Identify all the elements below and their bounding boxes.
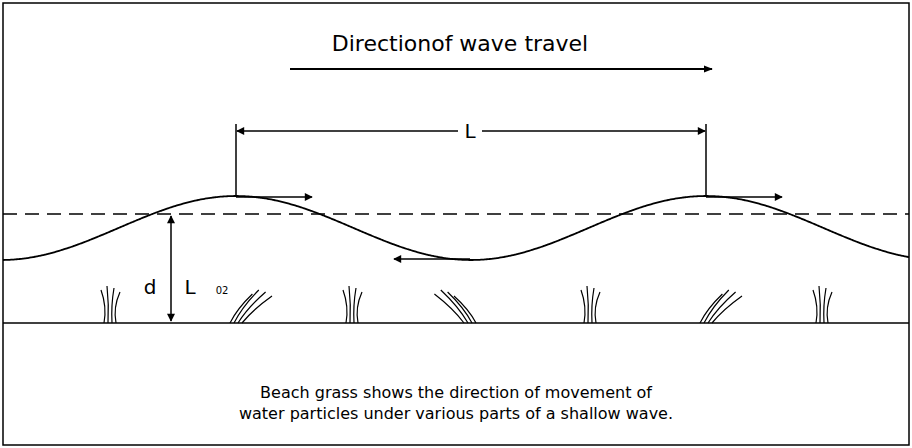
grass-blade [592,288,594,323]
dimension-tick [705,124,707,196]
sea-bed [3,322,909,324]
grass-blade [819,286,820,323]
beach-grass [101,286,832,323]
dimension-line [482,130,705,132]
wave-curve [3,196,909,260]
travel-arrow [290,68,712,70]
grass-blade [357,292,362,323]
grass-blade [595,292,600,323]
grass-blade [824,288,826,323]
grass-blade [343,290,347,323]
depth-dimension [170,216,172,321]
grass-blade [587,286,588,323]
grass-blade [115,292,120,323]
frame [3,3,909,445]
grass-blade [242,296,272,323]
still-water-line [3,213,909,215]
grass-blade [454,296,476,323]
grass-blade [581,290,585,323]
grass-blade [101,290,105,323]
grass-blade [349,286,350,323]
dimension-label: d [144,275,157,299]
grass-blade [107,286,108,323]
dimension-label: L [460,119,479,143]
grass-blade [448,292,472,323]
direction-label: Directionof wave travel [332,31,588,57]
grass-blade [708,292,736,323]
wave-profile [3,196,909,260]
dimension-label: L [184,275,195,299]
grass-blade [827,292,832,323]
grass-blade [112,288,114,323]
dimension-label: 02 [216,285,229,297]
dimension-line [237,130,458,132]
grass-blade [712,296,742,323]
grass-blade [238,292,266,323]
caption: Beach grass shows the direction of movem… [236,382,676,424]
grass-blade [813,290,817,323]
grass-blade [354,288,356,323]
dimension-tick [235,124,237,196]
